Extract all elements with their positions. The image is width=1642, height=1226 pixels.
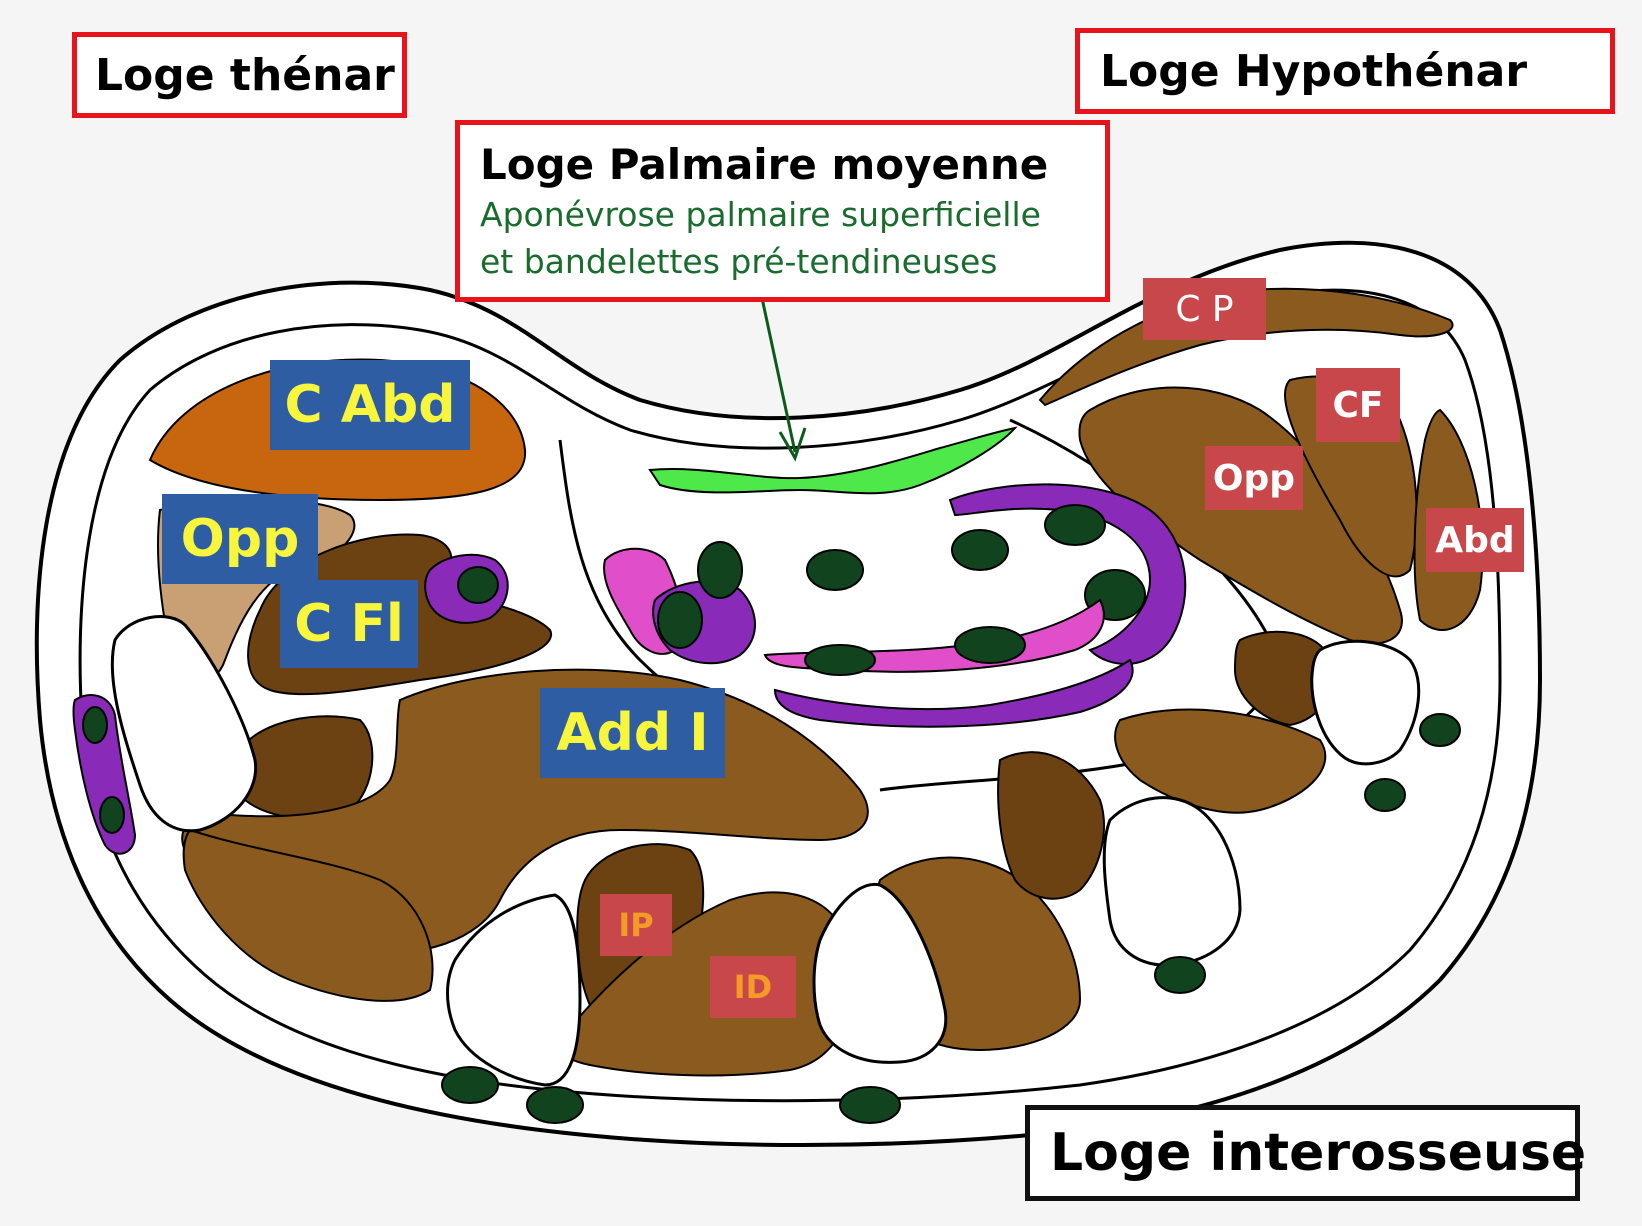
palmar-vessel-3 [806, 549, 864, 591]
lower-lateral-muscle [182, 828, 434, 1002]
metacarpal-3 [812, 882, 948, 1064]
inner-fascia [78, 288, 1502, 1103]
palmaire-title: Loge Palmaire moyenne [480, 140, 1049, 189]
palmar-vessel-2 [657, 591, 703, 649]
deep-arch-purple [773, 658, 1134, 728]
label-c-abd: C Abd [270, 360, 470, 450]
dorsal-vessel-1 [441, 1066, 499, 1104]
label-ip: IP [600, 894, 672, 956]
label-abd: Abd [1426, 508, 1524, 572]
metacarpal-5 [1310, 639, 1421, 766]
metacarpal-2 [446, 893, 582, 1087]
aponeurosis-palmaire [648, 426, 1018, 495]
interosseous-5 [1114, 708, 1327, 814]
dorsal-vessel-6 [1419, 713, 1461, 747]
arch-vessel-2 [954, 626, 1026, 664]
ulnar-vessel-1 [1044, 504, 1106, 546]
vessel-thumb-2 [99, 796, 125, 834]
arch-vessel-1 [804, 644, 876, 676]
metacarpal-1 [110, 615, 258, 833]
label-cf: CF [1316, 368, 1400, 442]
thenar-vessel [457, 566, 499, 604]
label-opp-hypothenar: Opp [1205, 446, 1303, 510]
label-opp-thenar: Opp [162, 494, 318, 584]
hypothenar-header-text: Loge Hypothénar [1100, 45, 1528, 97]
thenar-header-box: Loge thénar [72, 32, 407, 118]
palmar-vessel-1 [697, 541, 743, 599]
thenar-header-text: Loge thénar [95, 49, 395, 101]
palmaire-header-box: Loge Palmaire moyenne Aponévrose palmair… [455, 120, 1110, 302]
hypothenar-header-box: Loge Hypothénar [1075, 28, 1615, 114]
interosseous-4 [997, 751, 1105, 900]
dorsal-vessel-5 [1364, 778, 1406, 812]
dorsal-vessel-3 [839, 1086, 901, 1124]
pointer-arrow-line [760, 297, 797, 453]
interosseuse-header-box: Loge interosseuse [1025, 1105, 1586, 1201]
interosseous-6 [1233, 630, 1334, 727]
interosseuse-header-text: Loge interosseuse [1050, 1123, 1587, 1183]
label-cp: C P [1143, 278, 1266, 340]
label-add-i: Add I [540, 688, 725, 778]
pointer-arrow-head [778, 427, 807, 462]
palmar-vessel-4 [951, 529, 1009, 571]
palmaire-subtext-1: Aponévrose palmaire superficielle [480, 195, 1041, 234]
vessel-thumb-1 [82, 706, 108, 744]
palmaire-subtext-2: et bandelettes pré-tendineuses [480, 242, 998, 281]
dorsal-vessel-4 [1154, 956, 1206, 994]
metacarpal-4 [1102, 796, 1242, 967]
label-id: ID [710, 956, 796, 1018]
label-c-fl: C Fl [280, 580, 418, 668]
dorsal-vessel-2 [526, 1086, 584, 1124]
